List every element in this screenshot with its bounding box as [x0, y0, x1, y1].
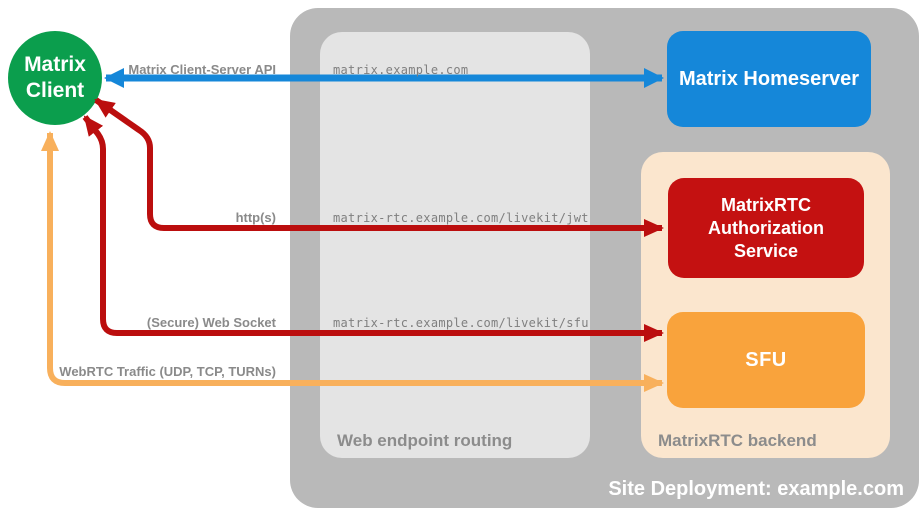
matrixrtc-auth-service-node: MatrixRTC Authorization Service: [668, 178, 864, 278]
client-server-api-arrow-label: Matrix Client-Server API: [128, 62, 276, 77]
route-livekit-jwt: matrix-rtc.example.com/livekit/jwt: [333, 211, 589, 225]
web-endpoint-routing-container: Web endpoint routing: [320, 32, 590, 458]
route-homeserver: matrix.example.com: [333, 63, 469, 77]
web-endpoint-routing-label: Web endpoint routing: [337, 431, 513, 450]
webrtc-traffic-arrow-label: WebRTC Traffic (UDP, TCP, TURNs): [59, 364, 276, 379]
site-deployment-label: Site Deployment: example.com: [608, 478, 904, 500]
matrixrtc-backend-label: MatrixRTC backend: [658, 431, 817, 450]
matrix-homeserver-node: Matrix Homeserver: [667, 31, 871, 127]
https-arrow-label: http(s): [235, 210, 276, 225]
route-livekit-sfu: matrix-rtc.example.com/livekit/sfu: [333, 316, 589, 330]
websocket-arrow-label: (Secure) Web Socket: [146, 315, 276, 330]
sfu-node: SFU: [667, 312, 865, 408]
